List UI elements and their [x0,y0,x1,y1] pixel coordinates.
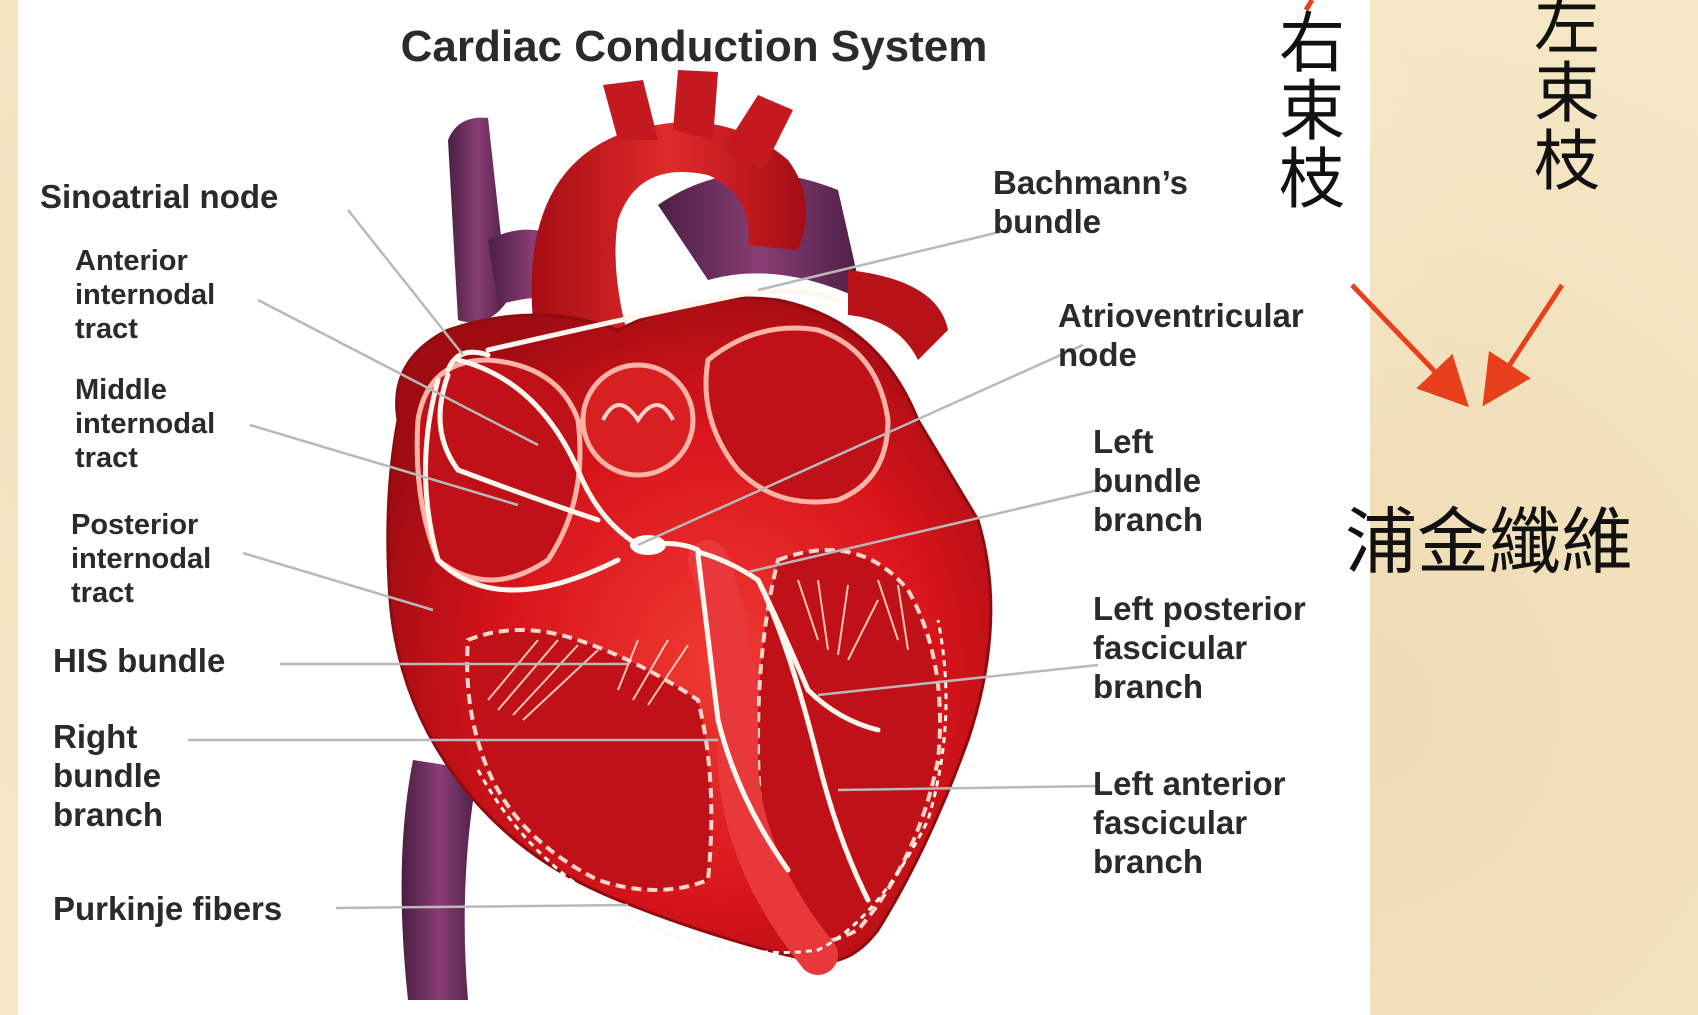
arrow-right-to-purkinje [1352,285,1462,400]
arrow-right-bundle-tick [1306,0,1312,10]
arrow-left-to-purkinje [1488,285,1562,398]
